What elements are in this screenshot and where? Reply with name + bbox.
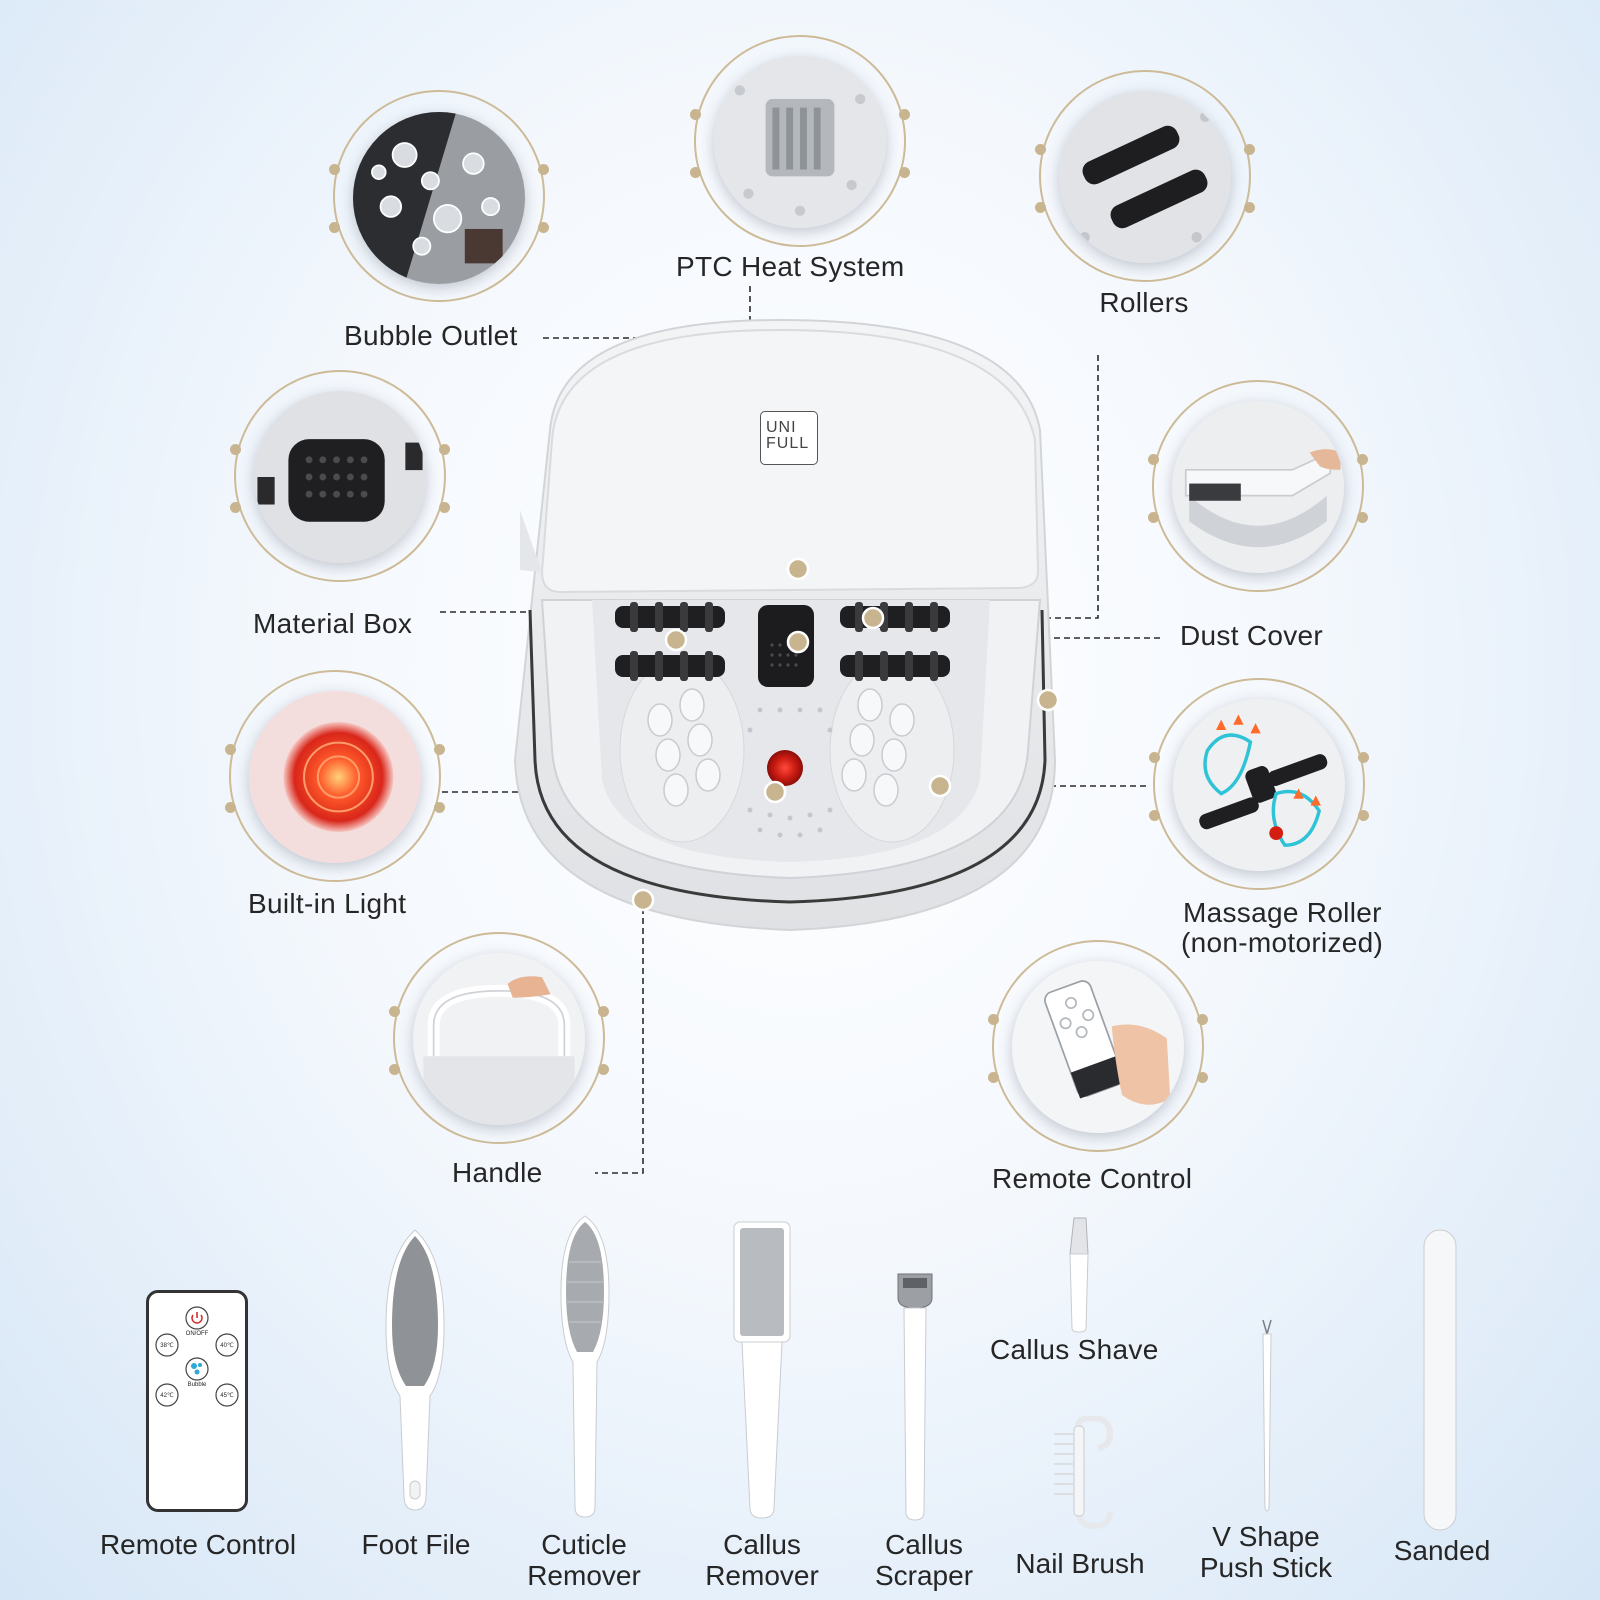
- material-box-image: [254, 391, 426, 563]
- remote-bubble-text: Bubble: [187, 1382, 207, 1388]
- remote-40-text: 40℃: [220, 1343, 234, 1349]
- remote-38-text: 38℃: [160, 1343, 174, 1349]
- brand-line-2: FULL: [766, 435, 810, 452]
- feature-label-handle: Handle: [452, 1157, 543, 1188]
- accessory-label-foot-file: Foot File: [361, 1529, 471, 1560]
- accessory-foot-file-image: [385, 1229, 445, 1511]
- rollers-ring: [1035, 70, 1255, 282]
- accessory-label-nail-brush: Nail Brush: [1015, 1548, 1145, 1579]
- brand-line-1: UNI: [766, 419, 797, 436]
- feature-label-rollers: Rollers: [1099, 287, 1189, 318]
- brand-logo: UNI FULL: [760, 411, 818, 465]
- accessory-label-remote-control: Remote Control: [99, 1529, 297, 1560]
- built-in-light-image: [249, 691, 421, 863]
- dust-cover-image: [1172, 401, 1344, 573]
- handle-ring: [389, 932, 609, 1144]
- remote-onoff-text: ON/OFF: [185, 1331, 209, 1337]
- foot-bath-image: [513, 318, 1060, 932]
- massage-roller-image: [1173, 699, 1345, 871]
- feature-label-massage-roller: Massage Roller: [1183, 897, 1382, 928]
- remote-control-ring: [988, 940, 1208, 1152]
- accessory-remote-control-image: ON/OFF 38℃ 40℃ Bubble 42℃ 45℃: [146, 1290, 248, 1512]
- accessory-callus-remover-image: [733, 1221, 791, 1519]
- feature-label-bubble-outlet: Bubble Outlet: [344, 320, 518, 351]
- ptc-heat-ring: [690, 35, 910, 247]
- remote-45-text: 45℃: [220, 1393, 234, 1399]
- feature-label-non-motorized: (non-motorized): [1181, 927, 1384, 958]
- accessory-push-stick-image: [1262, 1319, 1272, 1512]
- bubble-outlet-image: [353, 112, 525, 284]
- accessory-sanded-image: [1423, 1229, 1457, 1531]
- accessory-callus-scraper-image: [897, 1273, 933, 1521]
- material-box-ring: [230, 370, 450, 582]
- ptc-heat-image: [714, 56, 886, 228]
- feature-label-remote-control: Remote Control: [992, 1163, 1193, 1194]
- feature-label-dust-cover: Dust Cover: [1180, 620, 1324, 651]
- accessory-nail-brush-image: [1054, 1416, 1114, 1530]
- feature-label-ptc-heat: PTC Heat System: [676, 251, 905, 282]
- feature-label-material-box: Material Box: [253, 608, 413, 639]
- accessory-label-sanded: Sanded: [1393, 1535, 1491, 1566]
- remote-control-feature-image: [1012, 961, 1184, 1133]
- accessory-label-callus-shave: Callus Shave: [990, 1334, 1159, 1365]
- handle-image: [413, 953, 585, 1125]
- accessory-callus-shave-image: [1069, 1217, 1089, 1333]
- bubble-outlet-ring: [329, 90, 549, 302]
- built-in-light-ring: [225, 670, 445, 882]
- dust-cover-ring: [1148, 380, 1368, 592]
- remote-42-text: 42℃: [160, 1393, 174, 1399]
- accessory-cuticle-remover-image: [560, 1215, 610, 1518]
- massage-roller-ring: [1149, 678, 1369, 890]
- rollers-image: [1059, 91, 1231, 263]
- feature-label-built-in-light: Built-in Light: [248, 888, 407, 919]
